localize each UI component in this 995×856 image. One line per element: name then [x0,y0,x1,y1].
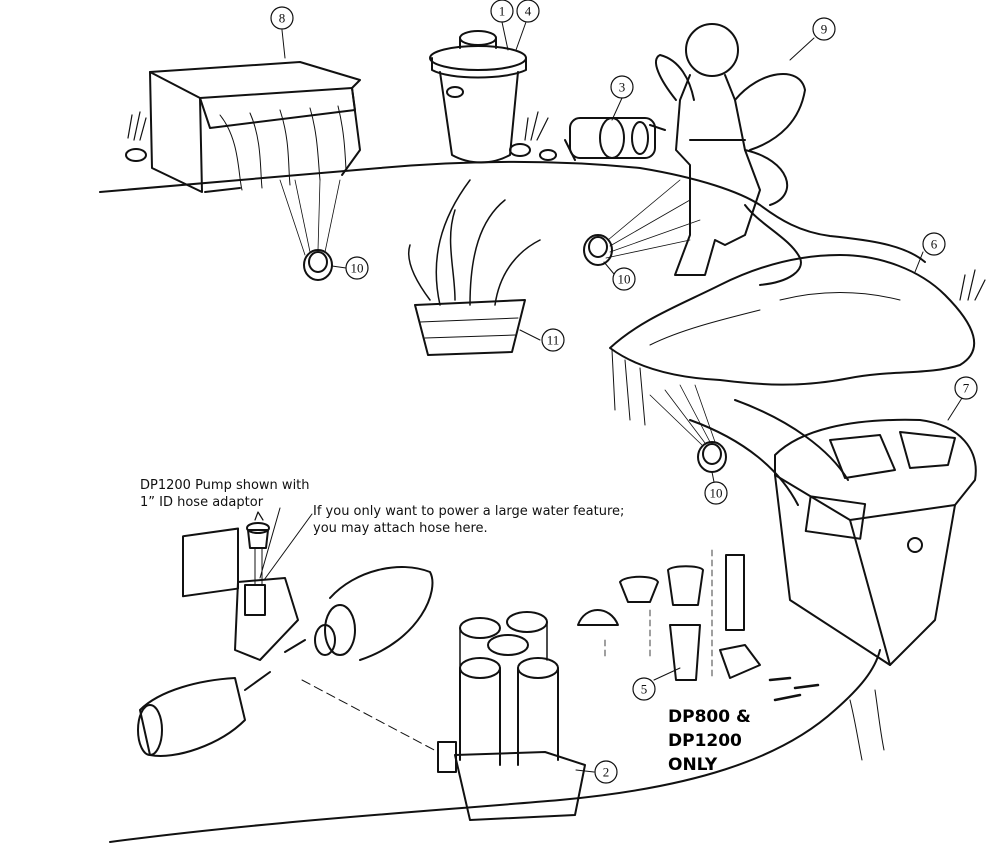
skimmer-box [774,418,977,666]
callout-8-circle [270,6,294,30]
leader-line-1 [259,507,281,579]
callout-10b: 10 [618,272,631,287]
callout-6-circle [922,232,946,256]
callout-10c-circle [704,481,728,505]
hose-note-line1: If you only want to power a large water … [313,504,625,519]
dashed-connector [301,679,439,753]
spotlight-1 [279,179,341,281]
callout-1-circle [490,0,514,23]
fairy-statue [655,23,806,276]
leader-c6 [914,251,924,273]
leader-c1 [501,21,509,51]
callout-10b-circle [612,267,636,291]
leader-c3 [611,97,623,121]
leader-c9 [789,37,815,61]
leader-c4 [515,21,527,51]
leader-c7 [947,397,963,421]
callout-7: 7 [963,381,970,396]
leader-c10c [711,471,715,483]
leader-c10a [331,265,347,269]
models-note-line1: DP800 & [668,707,751,727]
foam-filter-cartridges [437,611,586,821]
callout-2: 2 [603,765,610,780]
leader-c10b [603,261,615,275]
pump-note-line2: 1” ID hose adaptor [140,495,264,510]
callout-8: 8 [279,11,286,26]
callout-3: 3 [619,80,626,95]
callout-1: 1 [499,4,506,19]
filter-canister [429,30,527,164]
pebble-1 [509,143,531,157]
pump-motor [564,117,666,161]
plant-basket [408,179,541,356]
leader-c11 [519,329,541,341]
leader-line-2 [263,513,313,581]
callout-4-circle [516,0,540,23]
ground-outline-lower [109,649,881,843]
grass-tuft-right [959,269,986,301]
callout-3-circle [610,75,634,99]
callout-9-circle [812,17,836,41]
models-note-line3: ONLY [668,755,718,775]
models-note-line2: DP1200 [668,731,742,751]
callout-6: 6 [931,237,938,252]
grass-tuft-center [524,111,549,141]
pump-note-line1: DP1200 Pump shown with [140,478,310,493]
callout-7-circle [954,376,978,400]
leader-c5 [653,667,681,681]
spotlight-3 [649,384,727,473]
spillway-basin [149,61,361,193]
pebble-2 [539,149,557,161]
callout-11-circle [541,328,565,352]
callout-10c: 10 [710,486,723,501]
pebble-3 [125,148,147,162]
flower-stems [849,689,885,761]
callout-5: 5 [641,682,648,697]
stream-bank-bottom2 [689,419,799,506]
callout-4: 4 [525,4,532,19]
stream-bank-right [744,204,802,286]
callout-2-circle [594,760,618,784]
callout-9: 9 [821,22,828,37]
hose-note-line2: you may attach hose here. [313,521,488,536]
callout-10a: 10 [351,261,364,276]
callout-11: 11 [547,333,560,348]
ground-outline [99,161,926,263]
rock-waterfall [609,254,976,426]
grass-tuft-left [127,111,147,141]
leader-c2 [575,769,595,773]
arrowhead-1 [254,511,264,521]
callout-10a-circle [345,256,369,280]
dp1200-pump-assembly [137,522,434,757]
leader-c8 [281,29,286,59]
spotlight-2 [583,179,701,266]
hose-fittings [577,549,820,702]
callout-5-circle [632,677,656,701]
